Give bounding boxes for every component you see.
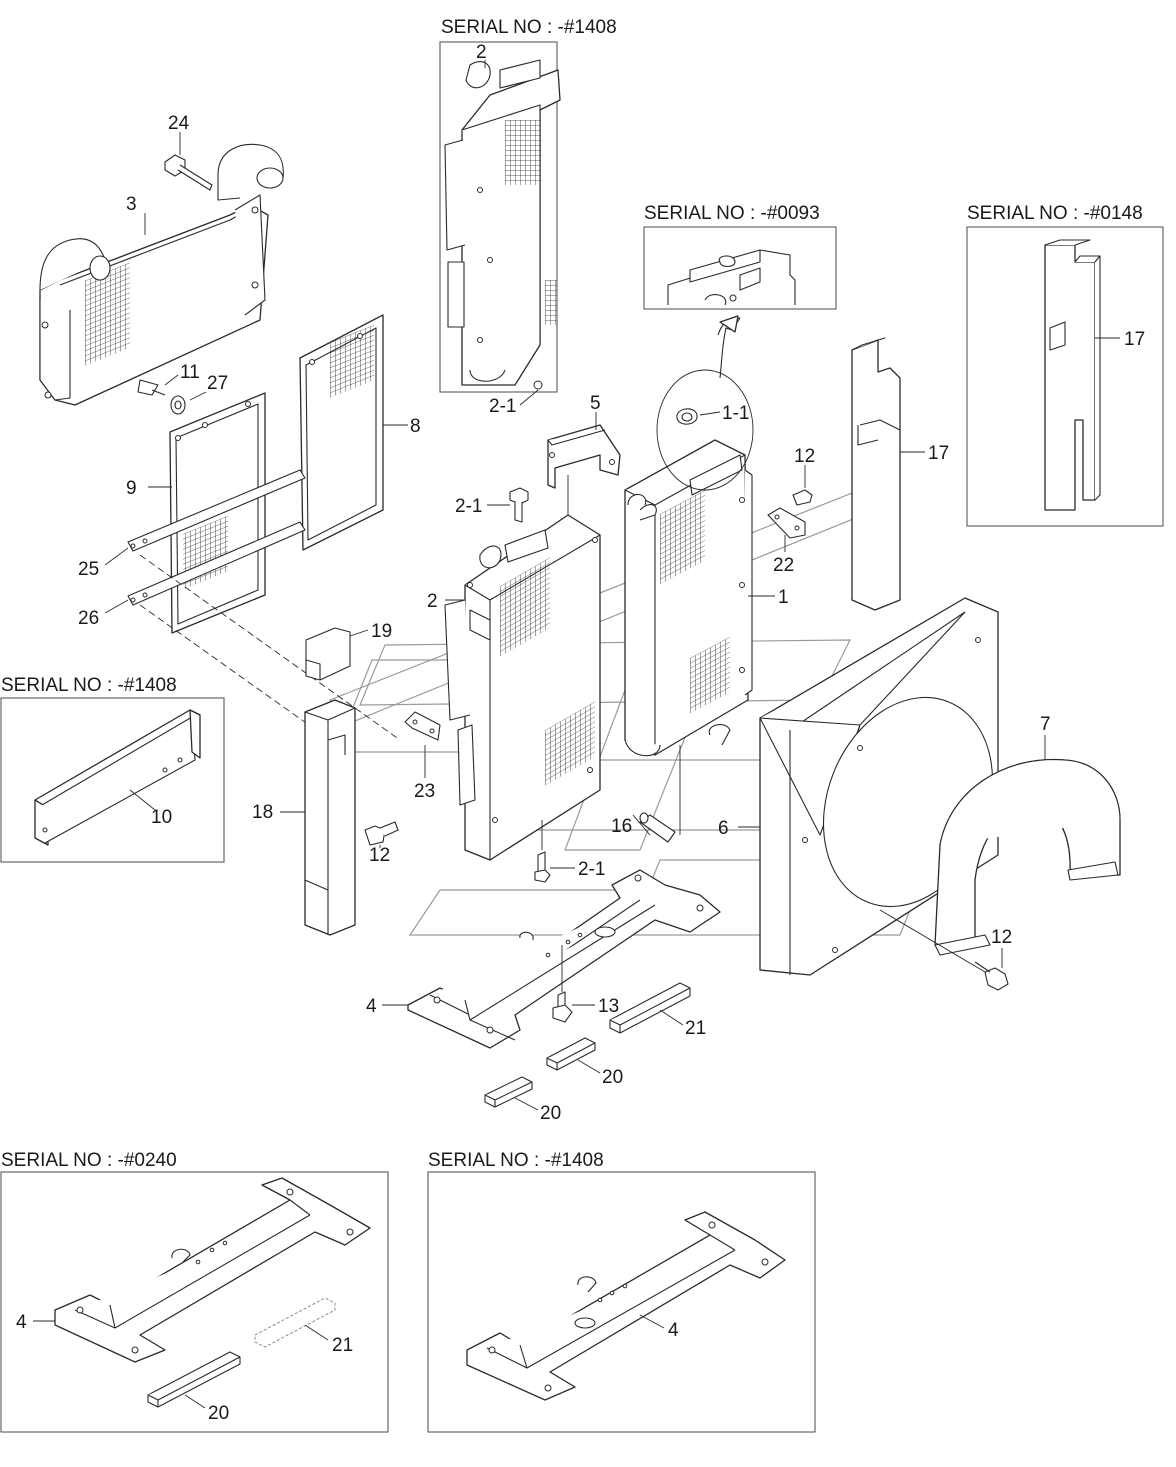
serial-label: SERIAL NO : -#0240 (1, 1150, 177, 1171)
spacer-block-ghost-icon (254, 1297, 336, 1348)
screen-panel-icon (299, 314, 384, 551)
bolt-icon (164, 154, 213, 191)
spacer-block-icon (609, 982, 691, 1034)
callout-5: 5 (590, 393, 601, 414)
support-bracket-icon (407, 869, 721, 1049)
serial-label: SERIAL NO : -#1408 (441, 17, 617, 38)
washer-icon (170, 395, 186, 415)
detail-circle-icon (656, 369, 754, 491)
callout-7: 7 (1040, 714, 1051, 735)
callout-16: 16 (611, 816, 632, 837)
callout-11: 11 (180, 362, 200, 383)
oil-cooler-core-icon (444, 514, 601, 861)
callout-1: 1 (778, 587, 789, 608)
callout-21: 21 (685, 1018, 706, 1039)
frame-seal-icon (34, 709, 201, 846)
oil-cooler-core-icon (444, 59, 561, 390)
bolt-icon (792, 489, 813, 506)
callout-9: 9 (126, 478, 137, 499)
hose-fitting-icon (639, 812, 676, 843)
serial-label: SERIAL NO : -#0093 (644, 203, 820, 224)
spacer-block-icon (484, 1076, 533, 1108)
serial-box-cap-detail: SERIAL NO : -#0093 (643, 203, 837, 310)
callout-17: 17 (1124, 329, 1145, 350)
wing-bolt-icon (137, 379, 166, 396)
bracket-plate-icon (767, 507, 806, 539)
callout-4: 4 (366, 996, 377, 1017)
support-bracket-icon (54, 1177, 371, 1363)
bolt-icon (364, 821, 399, 846)
callout-10: 10 (151, 807, 172, 828)
callout-20: 20 (540, 1103, 561, 1124)
callout-8: 8 (410, 416, 421, 437)
fan-shroud-icon (759, 597, 999, 976)
callout-4: 4 (16, 1312, 27, 1333)
callout-21: 21 (332, 1335, 353, 1356)
radiator-cap-detail-icon (667, 249, 796, 306)
serial-box-frame-seal: SERIAL NO : -#1408 (0, 675, 225, 863)
callout-26: 26 (78, 608, 99, 629)
serial-label: SERIAL NO : -#1408 (1, 675, 177, 696)
cover-bracket-icon (547, 424, 621, 489)
radiator-cap-icon (676, 408, 698, 425)
bracket-plate-icon (404, 711, 441, 741)
callout-24: 24 (168, 113, 190, 134)
callout-2-1: 2-1 (578, 859, 605, 880)
callout-22: 22 (773, 555, 794, 576)
intercooler-icon (39, 143, 284, 406)
callout-2: 2 (427, 591, 438, 612)
callout-18: 18 (252, 802, 273, 823)
serial-box-bracket-left: SERIAL NO : -#0240 (0, 1150, 389, 1433)
arrow-head-icon (719, 315, 739, 333)
fan-guard-icon (934, 758, 1121, 956)
bolt-icon (509, 487, 529, 523)
serial-box-top-radiator: SERIAL NO : -#1408 (439, 17, 617, 393)
seal-block-icon (1044, 239, 1101, 511)
callout-20: 20 (208, 1403, 229, 1424)
callout-23: 23 (414, 781, 435, 802)
callout-25: 25 (78, 559, 99, 580)
callout-12: 12 (991, 927, 1012, 948)
callout-2-1: 2-1 (489, 396, 516, 417)
callout-6: 6 (718, 818, 729, 839)
support-bracket-icon (466, 1211, 786, 1401)
callout-4: 4 (668, 1320, 679, 1341)
serial-box-bracket-right: SERIAL NO : -#1408 (427, 1150, 816, 1433)
seal-block-icon (304, 699, 356, 936)
callout-19: 19 (371, 621, 392, 642)
callout-17: 17 (928, 443, 949, 464)
bolt-icon (974, 961, 1009, 991)
callout-12: 12 (794, 446, 815, 467)
callout-3: 3 (126, 194, 137, 215)
callout-1-1: 1-1 (722, 403, 749, 424)
serial-label: SERIAL NO : -#0148 (967, 203, 1143, 224)
radiator-core-icon (624, 439, 753, 757)
bolt-icon (534, 851, 551, 883)
serial-label: SERIAL NO : -#1408 (428, 1150, 604, 1171)
seal-pad-icon (305, 627, 351, 681)
callout-12: 12 (369, 845, 390, 866)
spacer-block-icon (147, 1351, 241, 1408)
rail-icon (127, 469, 306, 606)
serial-box-seal: SERIAL NO : -#0148 (966, 203, 1164, 527)
callout-20: 20 (602, 1067, 623, 1088)
seal-block-icon (851, 337, 901, 611)
callout-27: 27 (207, 373, 228, 394)
bolt-icon (552, 991, 573, 1023)
callout-2: 2 (476, 42, 487, 63)
callout-2-1: 2-1 (455, 496, 482, 517)
callout-13: 13 (598, 996, 619, 1017)
spacer-block-icon (546, 1037, 596, 1071)
